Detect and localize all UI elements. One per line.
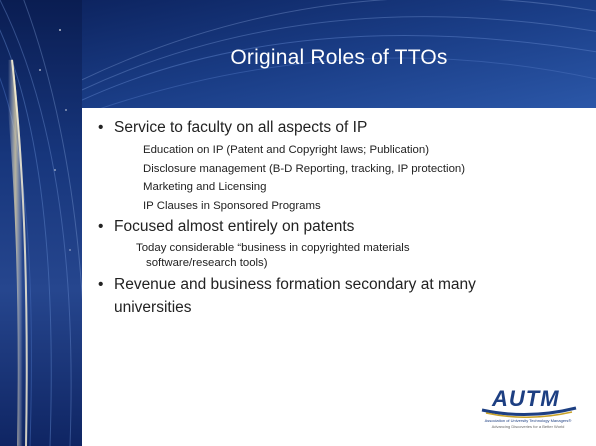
sub-item: Disclosure management (B-D Reporting, tr… bbox=[143, 162, 466, 175]
bullet-icon: • bbox=[98, 218, 104, 236]
logo-tagline: Association of University Technology Man… bbox=[484, 418, 572, 423]
bullet-text-continued: universities bbox=[114, 298, 192, 316]
bullet-icon: • bbox=[98, 119, 104, 136]
sub-list: Education on IP (Patent and Copyright la… bbox=[94, 143, 584, 214]
sub-item: Education on IP (Patent and Copyright la… bbox=[143, 144, 429, 156]
bullet-text: Focused almost entirely on patents bbox=[114, 218, 355, 236]
sub-item: Marketing and Licensing bbox=[143, 181, 267, 194]
bullet-text: Service to faculty on all aspects of IP bbox=[114, 119, 368, 136]
autm-logo: AUTM Association of University Technolog… bbox=[472, 386, 584, 436]
bullet-item: • Revenue and business formation seconda… bbox=[94, 275, 584, 295]
sub-item: Today considerable “business in copyrigh… bbox=[136, 242, 410, 255]
decorative-side-band bbox=[0, 0, 82, 446]
title-bar: Original Roles of TTOs bbox=[82, 0, 596, 108]
logo-swoosh-icon bbox=[481, 406, 577, 418]
slide-content: • Service to faculty on all aspects of I… bbox=[94, 118, 584, 318]
bullet-item: • Service to faculty on all aspects of I… bbox=[94, 118, 584, 138]
slide-title: Original Roles of TTOs bbox=[230, 46, 448, 69]
bullet-text: Revenue and business formation secondary… bbox=[114, 275, 476, 293]
bullet-icon: • bbox=[98, 275, 104, 293]
bullet-item: • Focused almost entirely on patents bbox=[94, 217, 584, 237]
logo-wordmark: AUTM bbox=[492, 386, 560, 411]
logo-motto: Advancing Discoveries for a Better World bbox=[491, 424, 565, 429]
sub-list: Today considerable “business in copyrigh… bbox=[94, 241, 584, 271]
sub-item: software/research tools) bbox=[146, 257, 268, 270]
sub-item: IP Clauses in Sponsored Programs bbox=[143, 199, 321, 212]
